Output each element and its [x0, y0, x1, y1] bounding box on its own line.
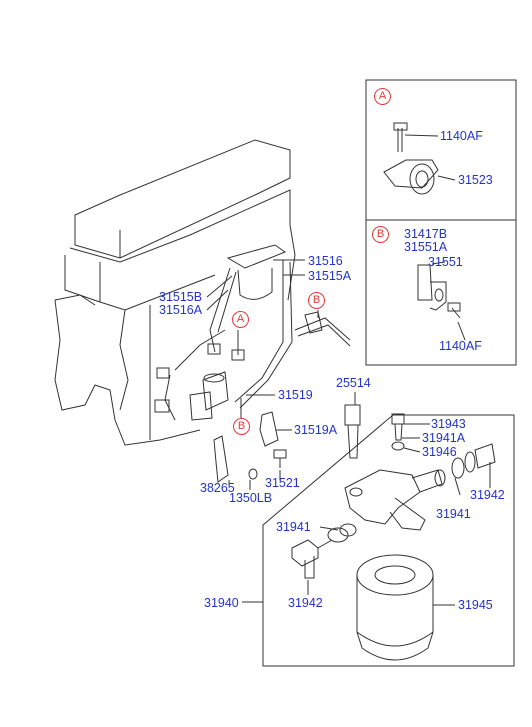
part-label-31515a: 31515A [308, 269, 352, 283]
part-label-31941a: 31941A [422, 431, 466, 445]
marker-a-engine: A [232, 311, 249, 328]
marker-a-inset: A [374, 88, 391, 105]
filter-detail-box [262, 414, 515, 667]
marker-b-inset: B [372, 226, 389, 243]
leader-lines [206, 134, 491, 606]
bolt-31521 [273, 449, 287, 459]
part-label-31516a: 31516A [159, 303, 203, 317]
part-label-31942-right: 31942 [470, 488, 505, 502]
part-label-31523: 31523 [458, 173, 493, 187]
part-label-25514: 25514 [336, 376, 371, 390]
part-label-31945: 31945 [458, 598, 493, 612]
part-label-31417b: 31417B [404, 227, 448, 241]
part-label-1350lb: 1350LB [229, 491, 273, 505]
bracket-31519a [259, 411, 279, 447]
part-label-31519: 31519 [278, 388, 313, 402]
part-label-1140af-b: 1140AF [439, 339, 482, 353]
part-label-1140af-a: 1140AF [440, 129, 483, 143]
bracket-38265 [213, 435, 229, 483]
part-label-31946: 31946 [422, 445, 457, 459]
marker-b-engine-bottom: B [233, 418, 250, 435]
part-label-31551a: 31551A [404, 240, 448, 254]
part-label-31943: 31943 [431, 417, 466, 431]
part-label-31551: 31551 [428, 255, 463, 269]
marker-b-engine-top: B [308, 292, 325, 309]
part-label-31941-right: 31941 [436, 507, 471, 521]
oil-filter-cartridge [356, 554, 434, 661]
bolt-1350lb [248, 468, 258, 480]
part-label-31519a: 31519A [294, 423, 338, 437]
part-label-31942-left: 31942 [288, 596, 323, 610]
part-label-31521: 31521 [265, 476, 300, 490]
inset-b-box [365, 219, 517, 366]
part-label-38265: 38265 [200, 481, 235, 495]
part-label-31515b: 31515B [159, 290, 203, 304]
part-label-31941-left: 31941 [276, 520, 311, 534]
fuel-filter-on-engine [154, 244, 351, 421]
part-label-31940: 31940 [204, 596, 239, 610]
part-label-31516: 31516 [308, 254, 343, 268]
inset-a-parts [383, 122, 439, 195]
inset-b-parts [417, 264, 461, 319]
